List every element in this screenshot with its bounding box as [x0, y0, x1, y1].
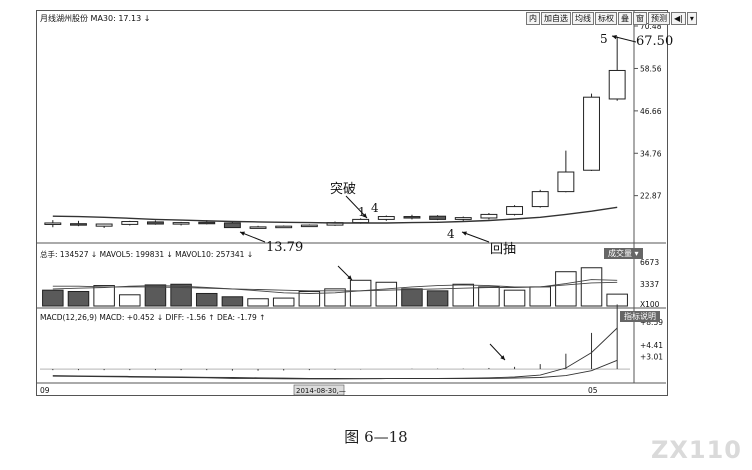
- volume-bar: [93, 285, 115, 307]
- candle-body: [198, 221, 216, 225]
- pullback-arrow-head: [462, 231, 467, 236]
- x-tick-label: 09: [40, 386, 50, 395]
- volume-bar: [503, 289, 526, 307]
- candle-body: [377, 216, 395, 220]
- price-y-tick-label: 22.87: [640, 192, 662, 201]
- candle-body: [608, 69, 626, 100]
- volume-bar: [42, 289, 64, 307]
- volume-bar: [478, 286, 500, 307]
- point-4-label-lower: 4: [447, 227, 455, 241]
- candle-body: [70, 223, 87, 226]
- x-tick-label: 05: [588, 386, 598, 395]
- candle-body: [454, 217, 472, 220]
- price-y-tick-label: 34.76: [640, 149, 662, 158]
- volume-bar: [606, 293, 628, 307]
- volume-bar: [144, 284, 167, 307]
- volume-bar: [324, 288, 346, 307]
- candle-body: [121, 221, 139, 225]
- candle-body: [403, 216, 421, 219]
- volume-bar: [119, 294, 141, 307]
- volume-bar: [195, 292, 218, 307]
- candle-body: [275, 225, 293, 229]
- macd-indicator-tag[interactable]: 指标说明: [620, 311, 660, 322]
- candle-body: [531, 191, 549, 208]
- figure-caption: 图 6—18: [344, 428, 408, 446]
- toolbar-button-overlay[interactable]: 叠: [618, 12, 632, 25]
- high-price-annotation: 67.50: [636, 34, 674, 49]
- cursor-date-box: [293, 384, 345, 396]
- macd-y-tick-label: +4.41: [640, 341, 663, 350]
- toolbar-button-menu[interactable]: ▾: [686, 12, 697, 25]
- price-y-tick-label: 58.56: [640, 64, 662, 73]
- volume-bar: [401, 288, 423, 307]
- toolbar-button-adjust[interactable]: 标权: [595, 12, 617, 25]
- point-1-label: 1: [358, 205, 366, 219]
- candle-body: [95, 223, 113, 227]
- candle-body: [583, 96, 600, 171]
- candle-body: [300, 224, 318, 228]
- volume-indicator-tag[interactable]: 成交量 ▾: [604, 248, 643, 259]
- breakout-annotation: 突破: [330, 182, 357, 197]
- toolbar-button-collapse[interactable]: ◀|: [671, 12, 686, 25]
- volume-bar: [221, 296, 244, 307]
- candle-body: [146, 221, 164, 225]
- volume-y-tick-label: 3337: [640, 280, 659, 289]
- price-y-tick-label: 46.66: [640, 107, 662, 116]
- candle-body: [223, 222, 241, 229]
- toolbar-button-window[interactable]: 窗: [633, 12, 647, 25]
- volume-bar: [170, 283, 192, 307]
- macd-arrow-head: [500, 355, 505, 360]
- chart-toolbar: 内 加自选 均线 标权 叠 窗 预测 ◀| ▾: [526, 12, 697, 25]
- candle-body: [249, 226, 267, 229]
- breakout-arrow-head: [362, 213, 367, 218]
- toolbar-button-inner[interactable]: 内: [526, 12, 540, 25]
- diff-line: [52, 327, 618, 380]
- macd-y-tick-label: +3.01: [640, 353, 663, 362]
- volume-arrow-head: [347, 275, 352, 280]
- toolbar-button-ma[interactable]: 均线: [572, 12, 594, 25]
- candle-body: [352, 218, 370, 224]
- low-price-annotation: 13.79: [266, 240, 304, 255]
- cursor-date-label: 2014-08-30,—: [296, 387, 346, 395]
- point-5-label: 5: [600, 32, 608, 46]
- chart-title: 月线湖州股份 MA30: 17.13 ↓: [40, 14, 151, 23]
- candle-body: [480, 213, 498, 219]
- candle-body: [172, 222, 190, 225]
- toolbar-button-forecast[interactable]: 预测: [648, 12, 670, 25]
- volume-bar: [529, 286, 551, 307]
- volume-y-tick-label: X100: [640, 300, 660, 309]
- candle-body: [557, 171, 575, 193]
- volume-bar: [247, 298, 269, 307]
- volume-y-tick-label: 6673: [640, 258, 659, 267]
- ma30-line: [52, 206, 618, 224]
- volume-bar: [67, 290, 90, 307]
- volume-bar: [375, 281, 398, 307]
- candle-body: [429, 215, 447, 220]
- volume-bar: [349, 279, 372, 307]
- volume-bar: [426, 290, 449, 307]
- breakout-arrow: [345, 195, 368, 219]
- price-y-tick-label: 70.48: [640, 22, 662, 31]
- dea-line: [52, 359, 618, 380]
- macd-y-tick-label: +8.59: [640, 318, 663, 327]
- candle-body: [44, 222, 62, 225]
- mavol10-line: [52, 281, 618, 292]
- volume-bar: [298, 290, 321, 307]
- volume-bar: [272, 297, 295, 307]
- volume-bar: [452, 283, 475, 307]
- toolbar-button-add-watchlist[interactable]: 加自选: [541, 12, 571, 25]
- high-arrow-head: [612, 34, 617, 40]
- volume-bar: [580, 267, 603, 307]
- low-arrow-head: [240, 231, 245, 236]
- volume-panel-label: 总手: 134527 ↓ MAVOL5: 199831 ↓ MAVOL10: 2…: [40, 250, 254, 259]
- pullback-arrow: [461, 231, 490, 243]
- macd-panel-label: MACD(12,26,9) MACD: +0.452 ↓ DIFF: -1.56…: [40, 313, 266, 322]
- volume-bar: [555, 271, 577, 307]
- point-4-label-upper: 4: [371, 201, 379, 215]
- candle-body: [506, 206, 524, 215]
- watermark-logo: ZX110: [650, 436, 742, 464]
- pullback-annotation: 回抽: [490, 242, 517, 257]
